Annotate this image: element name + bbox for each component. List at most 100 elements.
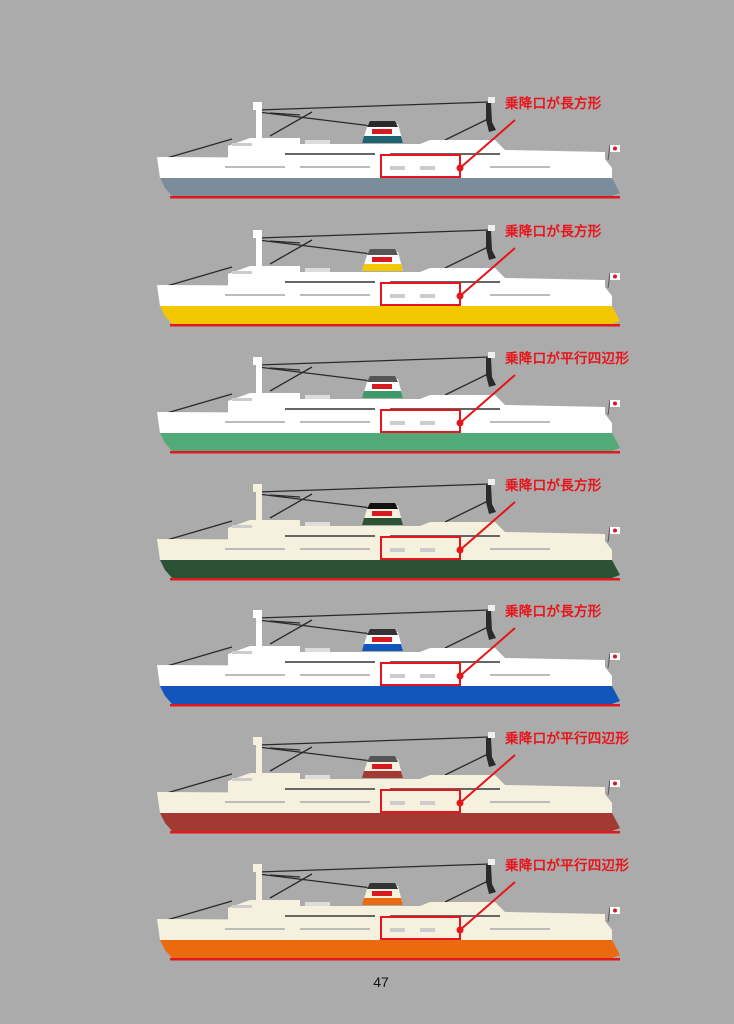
rigging-line [269, 619, 313, 645]
window-row [285, 661, 375, 663]
annotation-pointer [459, 627, 516, 677]
flag-pole [607, 779, 611, 796]
waterline [170, 196, 620, 199]
funnel-band [362, 644, 403, 651]
rigging-line [257, 736, 491, 746]
lifeboat-davit [305, 140, 330, 144]
funnel-band [362, 771, 403, 778]
hull-lower [160, 686, 620, 704]
funnel-logo [372, 129, 392, 134]
porthole-row [300, 294, 370, 296]
boarding-door [420, 928, 435, 932]
ship-illustration [157, 225, 620, 327]
aft-mast [486, 865, 496, 894]
funnel-logo [372, 891, 392, 896]
hull-lower [160, 813, 620, 831]
ship-annotation-label: 乗降口が平行四辺形 [505, 731, 630, 747]
bridge-windows [232, 271, 252, 274]
rigging-line [444, 117, 491, 141]
annotation-dot [456, 292, 464, 300]
mast-sign [253, 484, 262, 492]
rigging-line [444, 372, 491, 396]
superstructure [228, 773, 605, 795]
porthole-row [490, 166, 550, 168]
ship-annotation-label: 乗降口が長方形 [505, 604, 602, 620]
annotation-pointer [459, 247, 516, 297]
japan-flag-sun [613, 401, 617, 406]
hull-lower [160, 560, 620, 578]
aft-mast [486, 103, 496, 132]
window-row [285, 281, 375, 283]
lifeboat-davit [305, 268, 330, 272]
rigging-line [269, 366, 313, 392]
annotation-dot [456, 672, 464, 680]
bridge-windows [232, 143, 252, 146]
mast-flag [488, 97, 495, 103]
rigging-line [269, 240, 301, 244]
forward-mast [256, 490, 262, 540]
boarding-door [390, 928, 405, 932]
hull-lower [160, 433, 620, 451]
funnel-logo [372, 637, 392, 642]
funnel-top [367, 503, 398, 509]
funnel-logo [372, 384, 392, 389]
annotation-pointer [459, 881, 516, 931]
forward-mast [256, 236, 262, 286]
flag-pole [607, 399, 611, 416]
porthole-row [225, 674, 285, 676]
rigging-line [269, 239, 313, 265]
bridge-windows [232, 525, 252, 528]
window-row [285, 535, 375, 537]
flag-pole [607, 526, 611, 543]
funnel-logo [372, 511, 392, 516]
ship-illustration [157, 605, 620, 707]
lifeboat-davit [305, 395, 330, 399]
porthole-row [300, 166, 370, 168]
ship-annotation-label: 乗降口が平行四辺形 [505, 858, 630, 874]
porthole-row [490, 928, 550, 930]
rigging-line [257, 356, 491, 366]
funnel-top [367, 249, 398, 255]
rigging-line [444, 245, 491, 269]
boarding-door [420, 801, 435, 805]
porthole-row [225, 548, 285, 550]
boarding-door [390, 166, 405, 170]
superstructure [228, 138, 605, 160]
lifeboat-davit [305, 902, 330, 906]
boarding-door [390, 674, 405, 678]
mast-flag [488, 605, 495, 611]
funnel-logo [372, 257, 392, 262]
boarding-door [420, 421, 435, 425]
porthole-row [490, 421, 550, 423]
bridge-windows [232, 905, 252, 908]
porthole-row [300, 674, 370, 676]
ship-illustration [157, 479, 620, 581]
waterline [170, 451, 620, 454]
mast-sign [253, 230, 262, 238]
rigging-line [269, 746, 313, 772]
flag-pole [607, 652, 611, 669]
funnel-top [367, 376, 398, 382]
boarding-door [420, 294, 435, 298]
hull-lower [160, 178, 620, 196]
lifeboat-davit [305, 648, 330, 652]
rigging-line [159, 266, 233, 289]
rigging-line [269, 367, 301, 371]
rigging-line [257, 111, 381, 128]
japan-flag-sun [613, 654, 617, 659]
funnel-top [367, 121, 398, 127]
porthole-row [300, 928, 370, 930]
hull-upper [157, 157, 612, 178]
hull-upper [157, 919, 612, 940]
aft-mast [486, 738, 496, 767]
funnel-band [362, 391, 403, 398]
window-row [285, 153, 375, 155]
porthole-row [490, 674, 550, 676]
ship-annotation-label: 乗降口が長方形 [505, 224, 602, 240]
rigging-line [257, 609, 491, 619]
boarding-door [420, 674, 435, 678]
annotation-pointer [459, 754, 516, 804]
forward-mast [256, 870, 262, 920]
mast-flag [488, 225, 495, 231]
